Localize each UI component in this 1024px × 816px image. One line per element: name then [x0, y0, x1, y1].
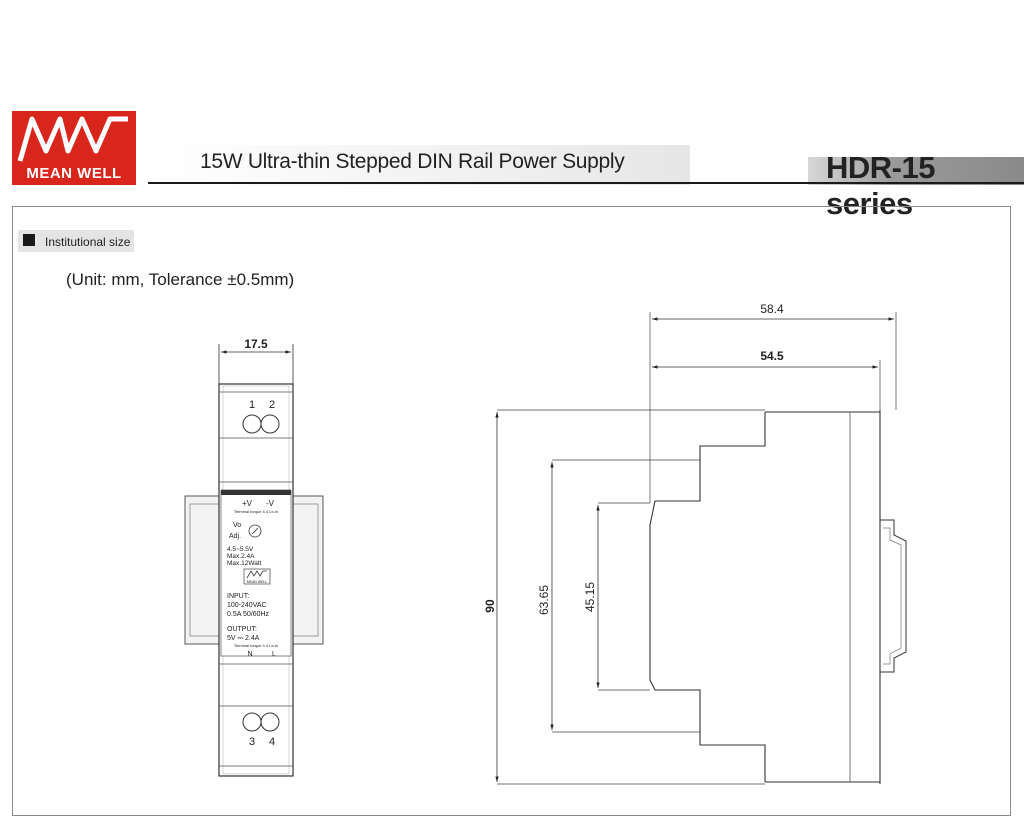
mw-logo-mark	[17, 116, 128, 162]
unit-note: (Unit: mm, Tolerance ±0.5mm)	[66, 270, 295, 289]
input-line-3: 0.5A 50/60Hz	[227, 611, 270, 618]
logo-text: MEAN WELL	[26, 165, 122, 182]
adj-label-adj: Adj.	[229, 533, 241, 540]
dim-step-2-value: 45.15	[583, 582, 597, 612]
section-bullet-icon	[23, 234, 35, 246]
input-line-2: 100-240VAC	[227, 602, 267, 609]
dim-depth-total-value: 58.4	[760, 302, 784, 316]
dim-step-1-value: 63.65	[537, 585, 551, 615]
section-label: Institutional size	[45, 235, 131, 249]
title-band	[150, 145, 690, 185]
output-terminal-plus: +V	[242, 499, 253, 508]
series-band	[808, 157, 1024, 185]
front-width-value: 17.5	[244, 337, 268, 351]
side-profile-stepped	[649, 412, 766, 782]
torque-note-bottom: Terminal torque 4.4 Lb-in	[234, 643, 278, 648]
output-line-2: 5V ⎓ 2.4A	[227, 635, 260, 642]
series-title: HDR-15 series	[826, 150, 935, 221]
header-rule	[148, 182, 1024, 184]
front-width-dimension: 17.5	[218, 337, 294, 384]
side-view: 58.4 54.5 90 63.65 45.15	[483, 302, 907, 785]
mean-well-logo: MEAN WELL	[12, 111, 136, 185]
input-terminal-l: L	[272, 651, 276, 658]
input-terminal-n: N	[247, 651, 252, 658]
spec-line-2: Max.2.4A	[227, 553, 255, 560]
mw-badge-icon	[243, 568, 271, 585]
dim-depth-inner-value: 54.5	[760, 349, 784, 363]
voltage-adjust-knob-icon	[248, 524, 262, 538]
dim-step-2: 45.15	[583, 505, 600, 688]
spec-line-1: 4.5~5.5V	[227, 546, 254, 553]
terminal-label-1: 1	[249, 399, 255, 411]
terminal-label-4: 4	[269, 736, 275, 748]
front-view: 17.5 1 2 +V -V Terminal torque 4.4 Lb-in	[184, 337, 324, 777]
bottom-terminal-block: 3 4	[219, 663, 293, 767]
output-terminal-minus: -V	[266, 499, 275, 508]
dim-depth-total: 58.4	[652, 302, 894, 321]
dim-height-value: 90	[483, 599, 497, 613]
torque-note-top: Terminal torque 4.4 Lb-in	[234, 509, 278, 514]
dim-height: 90	[483, 412, 499, 782]
document-title: 15W Ultra-thin Stepped DIN Rail Power Su…	[200, 150, 625, 173]
din-clip	[880, 519, 907, 673]
output-line-1: OUTPUT:	[227, 626, 257, 633]
adj-label-vo: Vo	[233, 522, 241, 529]
spec-line-3: Max.12Watt	[227, 560, 262, 567]
badge-text: MEAN WELL	[247, 580, 268, 584]
front-label-panel: +V -V Terminal torque 4.4 Lb-in Vo Adj. …	[220, 489, 292, 658]
terminal-label-2: 2	[269, 399, 275, 411]
terminal-label-3: 3	[249, 736, 255, 748]
top-terminal-block: 1 2	[219, 391, 293, 483]
input-line-1: INPUT:	[227, 593, 249, 600]
dim-step-1: 63.65	[537, 462, 554, 730]
section-tag	[18, 230, 134, 252]
dim-depth-inner: 54.5	[652, 349, 878, 369]
